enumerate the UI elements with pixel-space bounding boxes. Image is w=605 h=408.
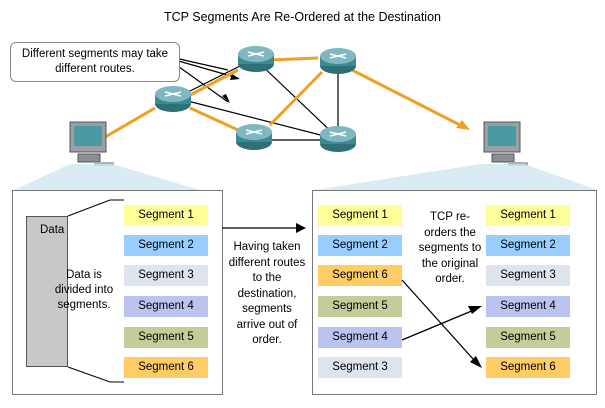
- route: [189, 68, 239, 97]
- source-segment: Segment 1: [124, 205, 208, 226]
- reorder-explanation: TCP re- orders the segments to the origi…: [410, 210, 490, 288]
- router-r4: [236, 124, 272, 150]
- explanation-line: Having taken: [233, 241, 301, 253]
- route: [351, 68, 461, 127]
- router-r1: [155, 86, 191, 112]
- ordered-segment: Segment 4: [486, 296, 570, 317]
- received-segment: Segment 3: [318, 357, 402, 378]
- explanation-line: to the: [252, 272, 282, 284]
- router-r3: [320, 48, 356, 74]
- ordered-segment: Segment 5: [486, 327, 570, 348]
- link: [255, 59, 341, 141]
- callout-line: Different segments may take: [21, 48, 169, 60]
- source-segment: Segment 6: [124, 357, 208, 378]
- tcp-line: order.: [435, 273, 465, 285]
- link-arrowhead: [230, 74, 240, 80]
- data-block: [26, 216, 68, 367]
- network-topology: [14, 46, 598, 190]
- received-segment: Segment 6: [318, 265, 402, 286]
- diagram-title: TCP Segments Are Re-Ordered at the Desti…: [164, 10, 441, 24]
- link-arrowhead: [222, 94, 230, 103]
- tcp-line: TCP re-: [429, 211, 471, 223]
- data-description: Data is divided into segments.: [44, 268, 124, 313]
- link: [174, 57, 229, 71]
- received-segment: Segment 1: [318, 205, 402, 226]
- explanation-line: segments: [242, 303, 292, 315]
- source-segment: Segment 4: [124, 296, 208, 317]
- received-segment: Segment 2: [318, 235, 402, 256]
- ordered-segment: Segment 2: [486, 235, 570, 256]
- tcp-line: orders the: [424, 226, 476, 239]
- router-r2: [238, 46, 274, 72]
- ordered-segment: Segment 6: [486, 357, 570, 378]
- route-arrowhead: [456, 120, 470, 130]
- data-label: Data: [40, 224, 65, 236]
- explanation-line: destination,: [237, 287, 297, 300]
- received-segment: Segment 5: [318, 296, 402, 317]
- explanation-line: different routes: [228, 256, 306, 269]
- source-projection: [14, 164, 200, 190]
- callout-line: different routes.: [55, 63, 135, 75]
- source-segment: Segment 2: [124, 235, 208, 256]
- source-segment: Segment 5: [124, 327, 208, 348]
- transit-explanation: Having taken different routes to the des…: [222, 240, 312, 349]
- route: [189, 106, 239, 132]
- link: [175, 97, 341, 141]
- source-computer-icon: [69, 121, 114, 166]
- ordered-segment: Segment 1: [486, 205, 570, 226]
- route-paths: [99, 56, 461, 142]
- transit-arrowhead: [296, 223, 306, 233]
- tcp-line: segments to: [418, 242, 482, 254]
- description-line: segments.: [57, 299, 111, 311]
- explanation-line: arrive out of: [236, 318, 298, 331]
- route: [269, 56, 319, 62]
- router-r5: [320, 126, 356, 152]
- source-segment: Segment 3: [124, 265, 208, 286]
- tcp-line: the original: [421, 257, 479, 270]
- link: [174, 63, 229, 103]
- description-line: Data is: [66, 269, 102, 281]
- received-segment: Segment 4: [318, 327, 402, 348]
- explanation-line: order.: [252, 334, 282, 346]
- destination-computer-icon: [483, 121, 528, 166]
- ordered-segment: Segment 3: [486, 265, 570, 286]
- destination-projection: [315, 164, 598, 190]
- route: [99, 106, 156, 142]
- route: [268, 70, 324, 127]
- description-line: divided into: [54, 284, 114, 296]
- routes-callout: Different segments may take different ro…: [10, 42, 180, 82]
